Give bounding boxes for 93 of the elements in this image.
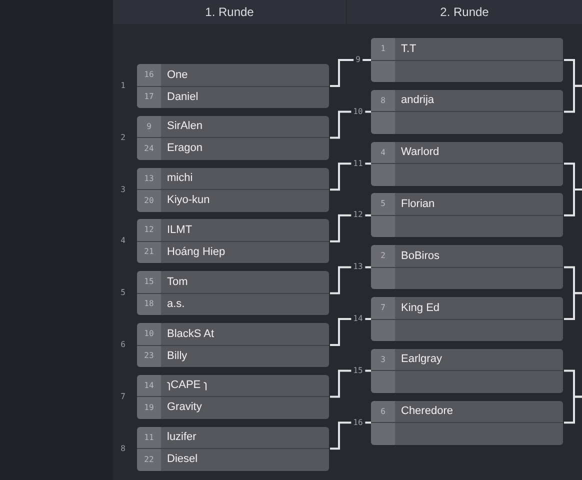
bracket-connector [564, 292, 582, 320]
seed-number: 11 [144, 432, 154, 443]
seed-number: 9 [146, 122, 152, 132]
seed-number: 20 [144, 196, 154, 206]
player-name: michi [167, 172, 193, 186]
match-card [137, 168, 329, 212]
match-card [371, 90, 563, 134]
column-header: 1. Runde [113, 0, 346, 24]
match-card [371, 297, 563, 341]
seed-number: 24 [144, 144, 154, 154]
player-name: Daniel [167, 90, 198, 104]
match-card [371, 245, 563, 290]
match-card [371, 193, 563, 238]
match-number: 3 [120, 184, 126, 195]
bracket-connector [564, 188, 582, 216]
seed-number: 13 [144, 174, 154, 184]
seed-number: 10 [144, 329, 154, 339]
player-name: Tom [167, 276, 188, 289]
seed-number: 19 [144, 402, 154, 413]
match-number: 1 [120, 81, 126, 91]
seed-number: 16 [144, 70, 154, 80]
match-card [137, 323, 329, 367]
bracket-connector [330, 422, 371, 450]
match-number: 4 [120, 236, 126, 246]
player-name: BoBiros [401, 250, 440, 263]
bracket-connector [330, 162, 371, 191]
seed-number: 7 [380, 303, 386, 313]
seed-number: 1 [380, 44, 386, 54]
player-name: Earlgray [401, 353, 442, 366]
seed-number: 15 [144, 277, 154, 288]
seed-number: 4 [380, 148, 386, 158]
seed-number: 3 [380, 354, 386, 365]
seed-number: 8 [380, 96, 386, 106]
player-name: Billy [167, 350, 188, 362]
player-name: Kiyo-kun [167, 194, 210, 208]
player-name: One [167, 68, 188, 82]
seed-number: 14 [144, 380, 154, 391]
bracket-connector [330, 370, 371, 398]
player-name: ɿCAPE ɿ [167, 379, 208, 392]
player-name: Gravity [167, 401, 202, 414]
match-card [371, 142, 563, 186]
match-number: 8 [120, 444, 126, 454]
player-name: SirAlen [167, 120, 202, 134]
player-name: Diesel [167, 453, 198, 466]
player-name: T.T [401, 42, 416, 56]
bracket-connector [564, 84, 582, 113]
match-card [137, 426, 329, 471]
bracket-connector [330, 318, 371, 346]
match-card [137, 64, 329, 108]
player-name: Eragon [167, 142, 202, 156]
bracket-connector [330, 214, 371, 242]
bracket-connector [330, 110, 371, 139]
match-card [137, 374, 329, 419]
player-name: BlackS At [167, 328, 214, 340]
edge-label: 16 [351, 418, 365, 428]
player-name: Warlord [401, 146, 440, 160]
match-number: 7 [120, 392, 126, 402]
match-number: 2 [120, 132, 126, 143]
match-card [137, 271, 329, 316]
seed-number: 23 [144, 351, 154, 361]
seed-number: 18 [144, 299, 154, 310]
edge-label: 10 [351, 106, 365, 117]
player-name: ILMT [167, 224, 192, 237]
player-name: Cheredore [401, 405, 453, 418]
seed-number: 12 [144, 225, 154, 236]
edge-label: 15 [351, 366, 365, 376]
player-name: a.s. [167, 298, 185, 311]
match-card [137, 116, 329, 160]
edge-label: 9 [354, 55, 362, 65]
seed-number: 2 [380, 251, 386, 262]
match-card [371, 348, 563, 393]
edge-label: 13 [351, 262, 365, 272]
player-name: andrija [401, 94, 434, 108]
seed-number: 21 [144, 247, 154, 258]
seed-number: 6 [380, 406, 386, 417]
bracket-connector [564, 396, 582, 424]
player-name: King Ed [401, 302, 440, 314]
player-name: Florian [401, 198, 435, 211]
seed-number: 22 [144, 454, 154, 465]
player-name: Hoáng Hiep [167, 246, 226, 259]
bracket-connector [330, 266, 371, 294]
edge-label: 14 [351, 314, 365, 324]
seed-number: 5 [380, 199, 386, 210]
match-number: 6 [120, 340, 126, 350]
edge-label: 11 [351, 158, 365, 169]
bracket-connector [330, 59, 371, 87]
match-number: 5 [120, 288, 126, 298]
match-card [371, 400, 563, 445]
player-name: luzifer [167, 431, 196, 444]
match-card [371, 38, 563, 82]
column-header: 2. Runde [347, 0, 582, 24]
seed-number: 17 [144, 92, 154, 102]
match-card [137, 219, 329, 264]
